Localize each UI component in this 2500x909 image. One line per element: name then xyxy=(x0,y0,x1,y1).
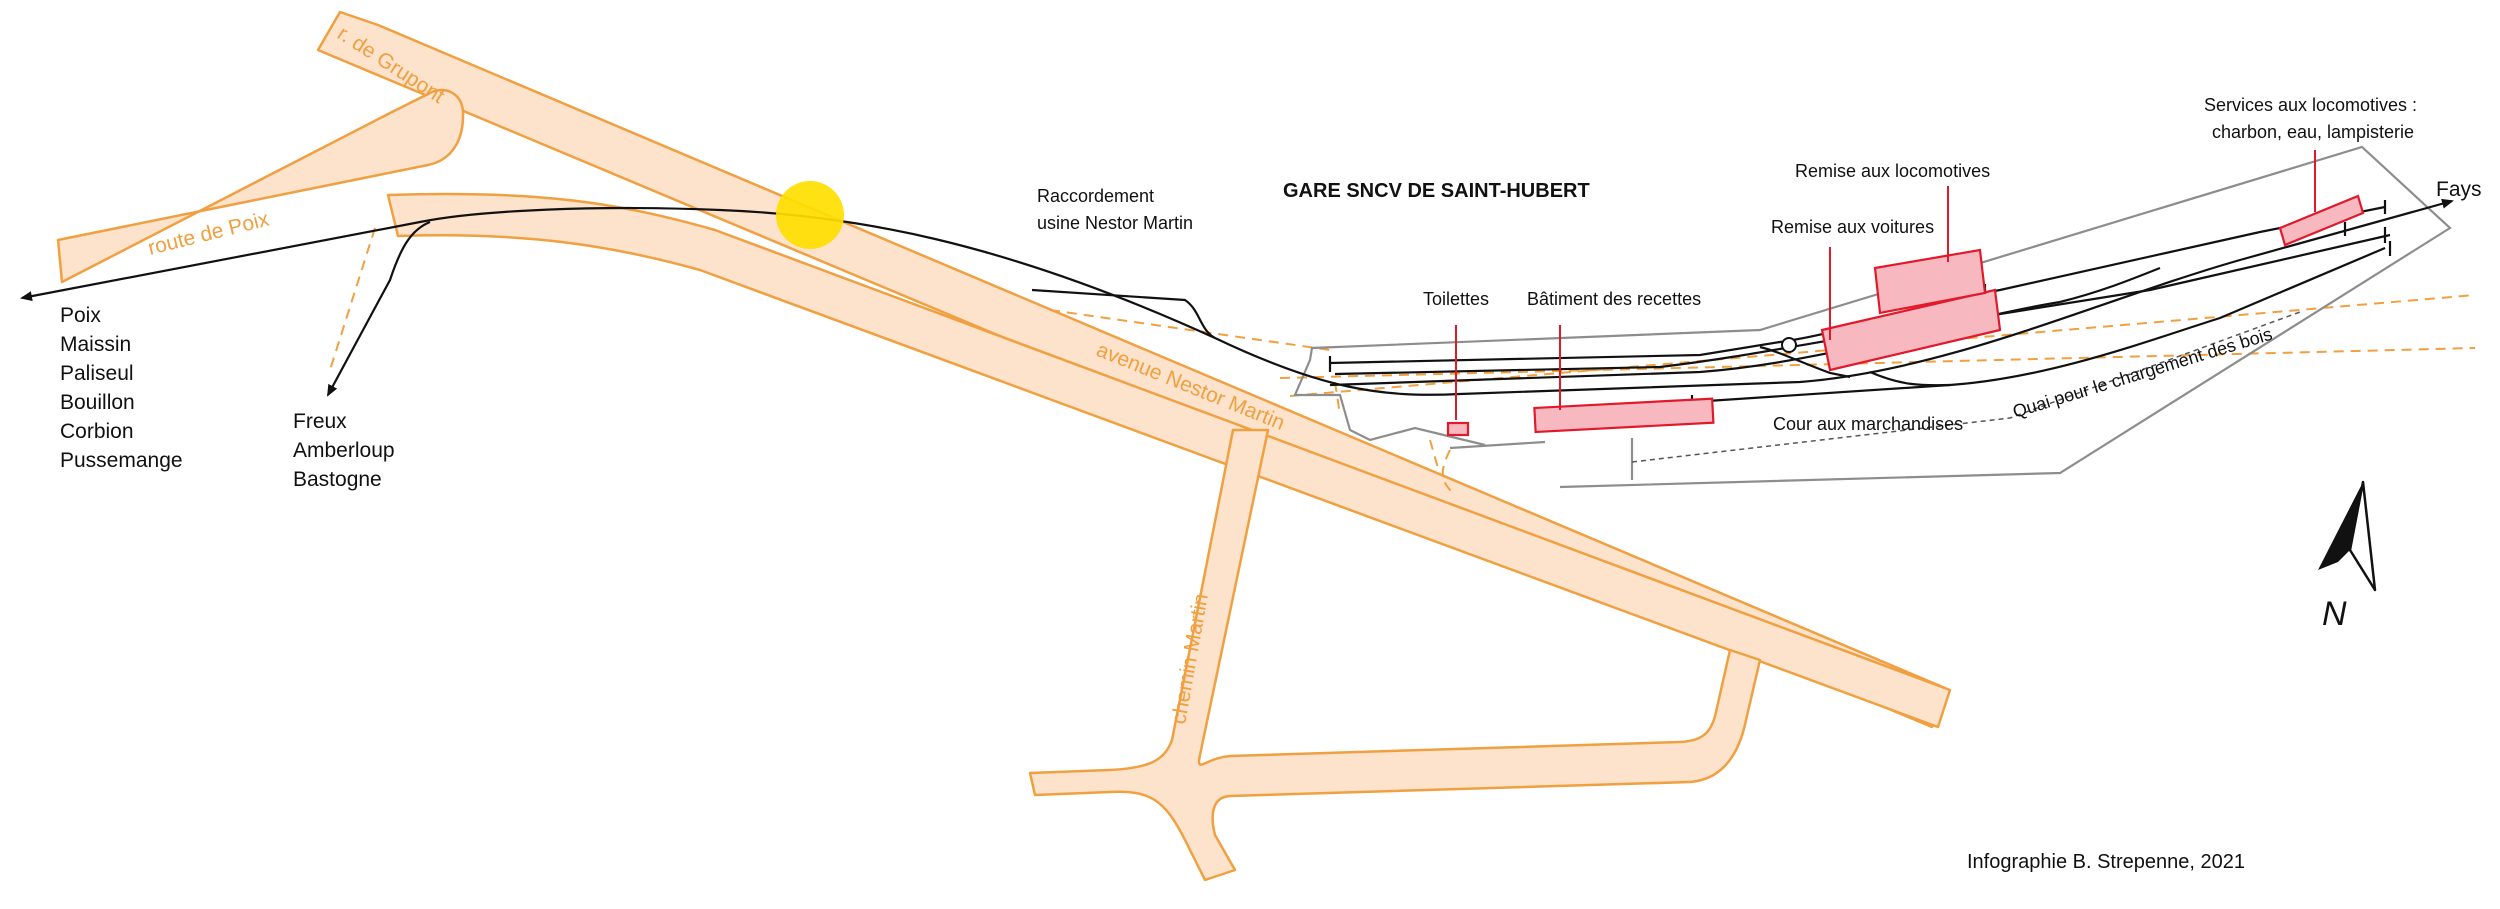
destination-bastogne: Bastogne xyxy=(293,468,382,491)
destinations-south: Freux Amberloup Bastogne xyxy=(293,410,400,491)
map-title: GARE SNCV DE SAINT-HUBERT xyxy=(1283,180,1590,202)
road-route-de-poix xyxy=(56,88,465,284)
boundary-line-2 xyxy=(1449,440,1546,450)
raccordement-label: Raccordement usine Nestor Martin xyxy=(1037,186,1193,233)
station-boundary xyxy=(1293,145,2452,489)
turntable xyxy=(1781,337,1797,353)
raccordement-siding xyxy=(1031,288,1216,339)
destinations-west: Poix Maissin Paliseul Bouillon Corbion P… xyxy=(60,304,183,472)
main-line-east xyxy=(1214,198,2454,396)
destination-maissin: Maissin xyxy=(60,333,131,356)
toilettes-building xyxy=(1446,421,1470,437)
batiment-label: Bâtiment des recettes xyxy=(1527,289,1701,309)
track xyxy=(1759,345,1851,379)
track xyxy=(1869,370,1951,387)
services-line-1: Services aux locomotives : xyxy=(2204,95,2417,115)
line-south xyxy=(327,220,431,397)
toilettes-label: Toilettes xyxy=(1423,289,1489,309)
dashed-line xyxy=(1279,347,2476,379)
dashed-line xyxy=(1049,309,1331,351)
remise-locomotives-building xyxy=(1873,248,1987,315)
destination-fays: Fays xyxy=(2436,178,2482,201)
destination-pussemange: Pussemange xyxy=(60,449,183,472)
buildings xyxy=(1446,194,2365,437)
destination-bouillon: Bouillon xyxy=(60,391,135,414)
roads xyxy=(56,10,1952,882)
dashed-line xyxy=(329,227,376,371)
cour-label: Cour aux marchandises xyxy=(1773,414,1963,434)
services-label: Services aux locomotives : charbon, eau,… xyxy=(2204,95,2422,142)
services-locomotives-building xyxy=(2278,194,2365,247)
destination-freux: Freux xyxy=(293,410,347,433)
services-line-2: charbon, eau, lampisterie xyxy=(2212,122,2414,142)
raccordement-line-2: usine Nestor Martin xyxy=(1037,213,1193,233)
north-arrow: N xyxy=(2318,480,2377,633)
north-arrow-right xyxy=(2348,480,2377,592)
north-arrow-left xyxy=(2318,482,2363,570)
leader-lines xyxy=(1455,150,2316,420)
remise-voitures-building xyxy=(1820,288,2002,372)
destination-amberloup: Amberloup xyxy=(293,439,395,462)
main-line-west xyxy=(20,206,1216,340)
north-label: N xyxy=(2322,595,2347,633)
raccordement-line-1: Raccordement xyxy=(1037,186,1154,206)
dashed-line xyxy=(1289,294,2476,397)
road-label-route-de-poix: route de Poix xyxy=(146,207,272,259)
station-marker xyxy=(776,181,844,249)
dashed-line xyxy=(1334,381,1441,476)
road-avenue-nestor-martin xyxy=(386,192,1952,729)
batiment-des-recettes-building xyxy=(1533,397,1715,434)
dashed-orange-lines xyxy=(329,227,2476,493)
remise-locomotives-label: Remise aux locomotives xyxy=(1795,161,1990,181)
track xyxy=(1691,246,2386,404)
dashed-line xyxy=(1441,449,1453,493)
track xyxy=(2059,266,2161,304)
credit: Infographie B. Strepenne, 2021 xyxy=(1967,851,2245,873)
destination-corbion: Corbion xyxy=(60,420,134,443)
boundary-line xyxy=(1293,145,2452,489)
destination-paliseul: Paliseul xyxy=(60,362,134,385)
quai-label: Quai pour le chargement des bois xyxy=(2010,324,2274,422)
destination-poix: Poix xyxy=(60,304,101,327)
remise-voitures-label: Remise aux voitures xyxy=(1771,217,1934,237)
road-chemin-martin xyxy=(1028,428,1762,882)
goods-yard-boundary xyxy=(1631,311,2301,463)
